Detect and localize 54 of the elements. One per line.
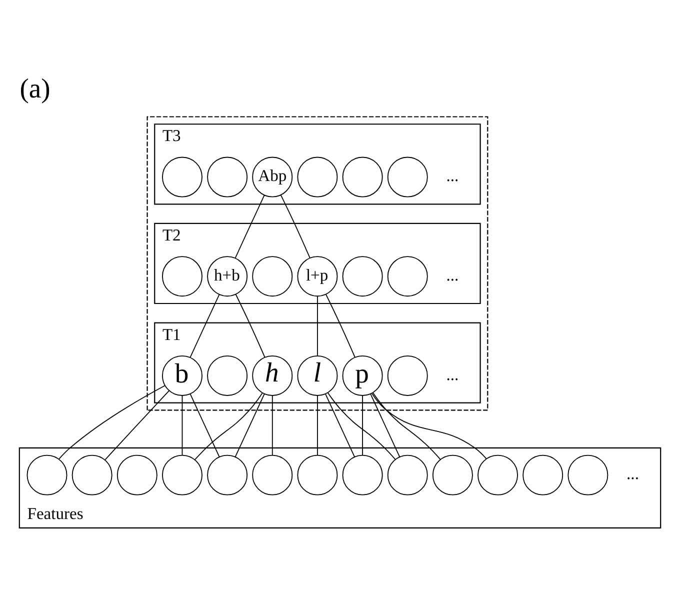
connector xyxy=(190,294,220,358)
node-circle: b xyxy=(162,355,202,396)
cluster: Features ... xyxy=(18,447,662,529)
connector xyxy=(235,294,266,358)
node-circle xyxy=(297,156,338,198)
connector xyxy=(325,394,356,458)
node-circle xyxy=(162,454,202,496)
connector xyxy=(327,392,396,460)
connector xyxy=(280,194,310,258)
node-circle xyxy=(387,355,428,396)
node-circle xyxy=(568,454,608,496)
node-circle xyxy=(162,256,202,297)
connector xyxy=(190,394,220,458)
connector xyxy=(371,393,487,460)
node-circle: p xyxy=(342,355,383,396)
connector xyxy=(326,294,356,358)
connector xyxy=(272,395,273,456)
connector xyxy=(234,194,265,259)
node-circle xyxy=(387,156,428,198)
node-circle xyxy=(387,256,428,297)
node-circle: l xyxy=(297,355,338,396)
node-circle xyxy=(207,355,248,396)
node-circle xyxy=(478,454,518,496)
node-circle xyxy=(342,156,383,198)
node-circle: h+b xyxy=(207,256,248,297)
node-circle xyxy=(342,256,383,297)
node-circle xyxy=(342,454,383,496)
node-circle xyxy=(162,156,202,198)
connector xyxy=(104,390,170,460)
connector xyxy=(58,385,166,460)
node-circle xyxy=(387,454,428,496)
node-circle xyxy=(116,454,158,496)
connector xyxy=(317,296,318,356)
connector xyxy=(362,395,363,456)
node-circle xyxy=(432,454,473,496)
cluster xyxy=(146,116,488,411)
connector xyxy=(372,392,441,460)
connector xyxy=(194,392,263,460)
node-circle xyxy=(252,454,293,496)
connector xyxy=(182,395,183,456)
connector xyxy=(234,394,265,458)
node-circle xyxy=(207,156,248,198)
node-circle xyxy=(522,454,564,496)
diagram-title: (a) xyxy=(20,72,50,104)
node-circle xyxy=(72,454,112,496)
node-circle: h xyxy=(252,355,293,396)
node-circle: l+p xyxy=(297,256,338,297)
connector xyxy=(370,394,400,458)
node-circle xyxy=(207,454,248,496)
node-circle xyxy=(26,454,68,496)
node-circle: Abp xyxy=(252,156,293,198)
connector xyxy=(317,395,318,456)
node-circle xyxy=(297,454,338,496)
node-circle xyxy=(252,256,293,297)
